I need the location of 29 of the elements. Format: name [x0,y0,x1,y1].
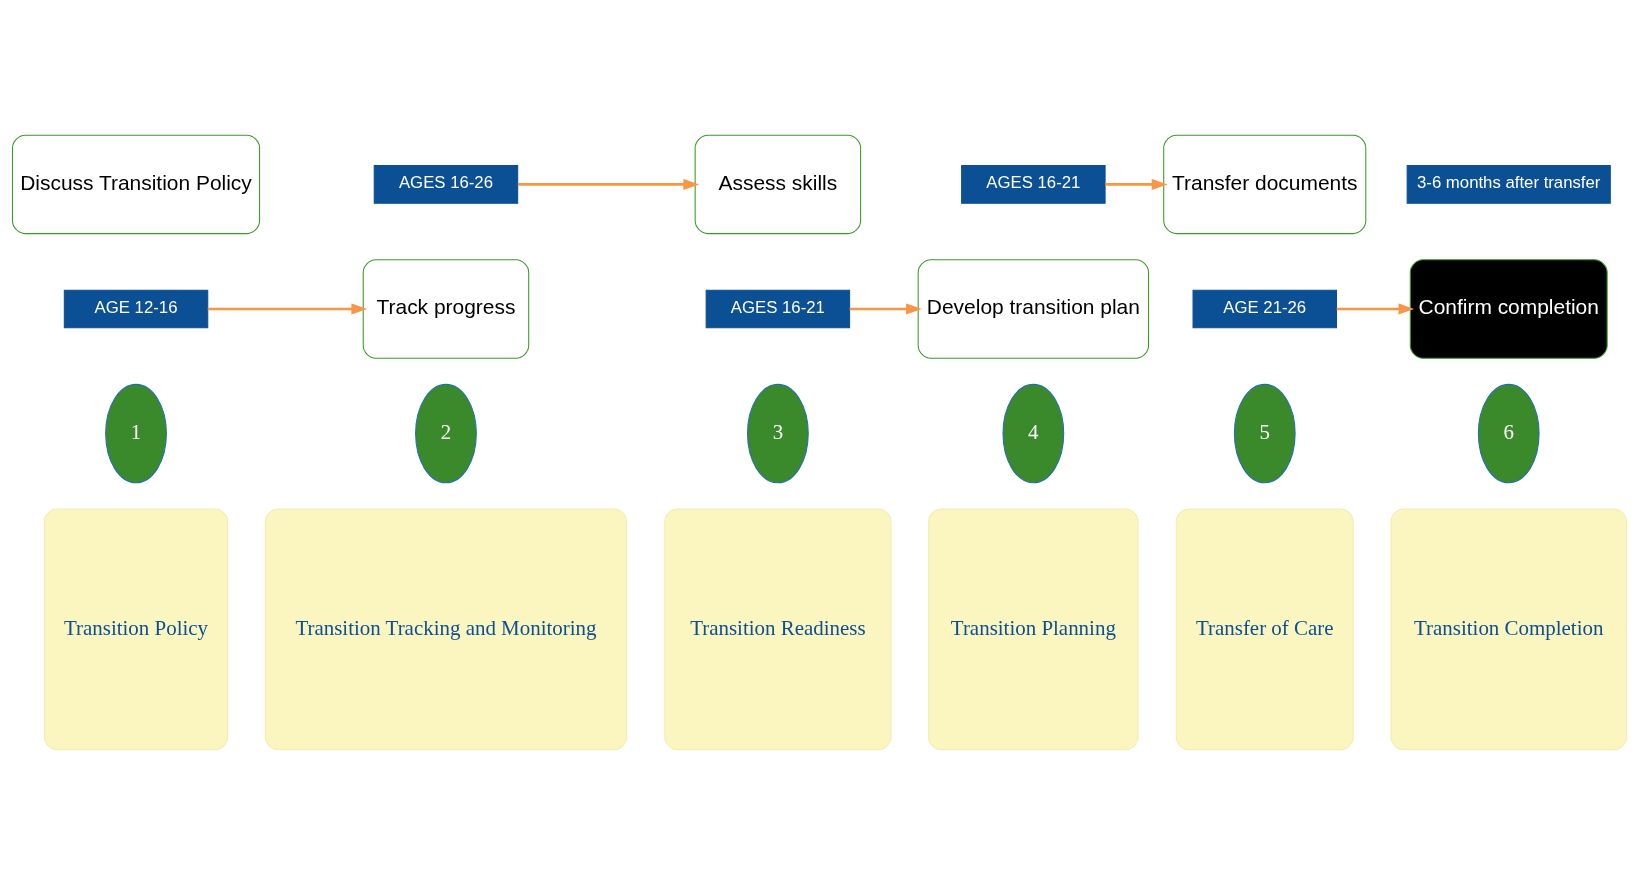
node-ellipse: 4 [1002,383,1065,483]
node-box: AGES 16-21 [961,164,1106,204]
arrow [207,303,368,314]
node-box: Confirm completion [1409,258,1608,359]
node-box: Transfer documents [1163,134,1367,234]
node-box: AGE 12-16 [63,289,209,328]
node-box: AGE 21-26 [1192,289,1337,328]
node-box: AGES 16-26 [373,164,519,204]
arrow [517,178,700,190]
node-box: Transition Tracking and Monitoring [264,507,628,750]
node-box: Transition Completion [1390,507,1628,750]
node-ellipse: 1 [105,383,167,483]
node-box: Assess skills [694,134,862,234]
arrow [1105,178,1168,190]
node-box: 3-6 months after transfer [1406,164,1611,204]
node-box: Transition Readiness [664,507,892,750]
node-box: Discuss Transition Policy [11,134,261,234]
node-ellipse: 2 [415,383,477,483]
node-ellipse: 3 [747,383,809,483]
arrow [1336,303,1415,314]
node-box: AGES 16-21 [705,289,851,328]
node-box: Transition Planning [928,507,1139,750]
node-ellipse: 6 [1477,383,1540,483]
node-ellipse: 5 [1233,383,1296,483]
node-box: Transfer of Care [1175,507,1354,750]
node-box: Develop transition plan [917,258,1150,359]
node-box: Transition Policy [43,507,229,750]
node-box: Track progress [362,258,530,359]
arrow [849,303,922,314]
